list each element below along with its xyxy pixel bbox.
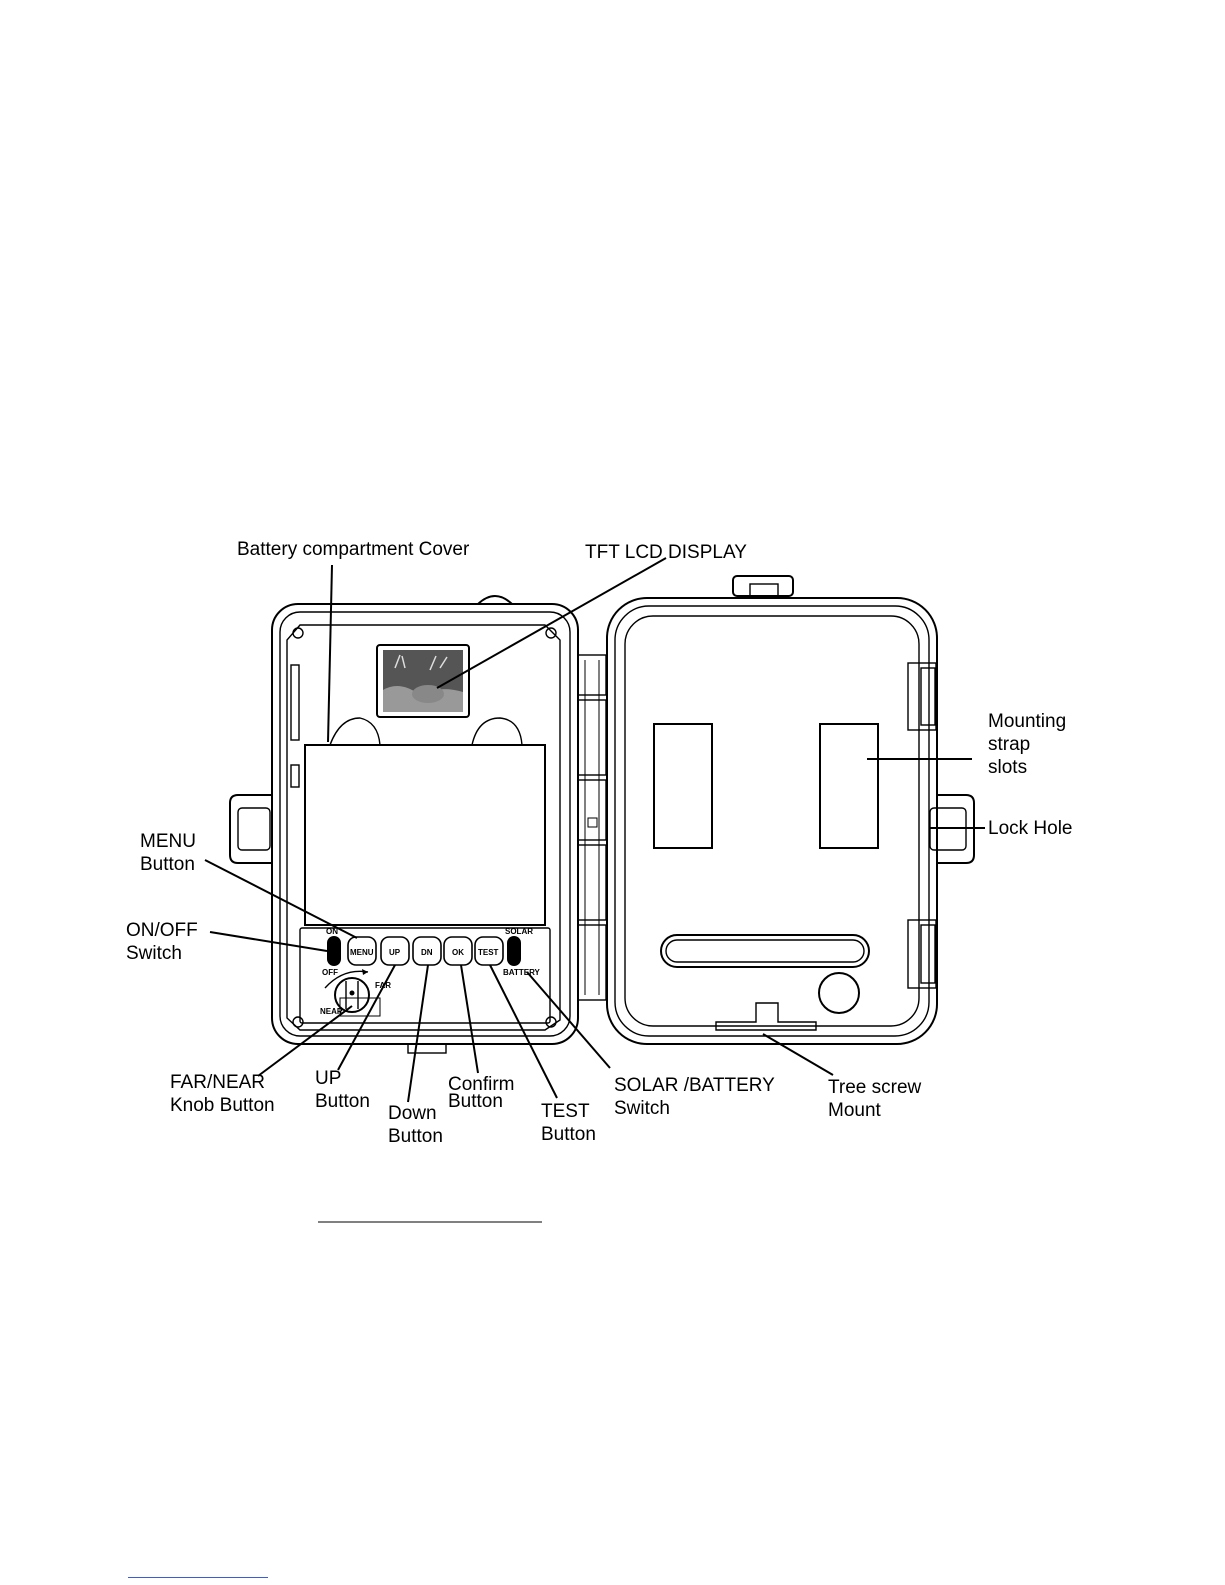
solar-battery-label-1: SOLAR /BATTERY [614, 1075, 775, 1096]
far-near-label-2: Knob Button [170, 1095, 275, 1116]
up-label-2: Button [315, 1091, 370, 1112]
tft-lcd-label: TFT LCD DISPLAY [585, 542, 747, 563]
solar-battery-switch[interactable] [507, 936, 521, 966]
battery-compartment-cover [305, 718, 545, 925]
test-label-2: Button [541, 1124, 596, 1145]
menu-label-2: Button [140, 854, 195, 875]
ok-button-label: OK [452, 948, 464, 957]
leader-lines [205, 558, 985, 1102]
mounting-strap-slot-left [654, 724, 712, 848]
test-label-1: TEST [541, 1101, 590, 1122]
solar-text: SOLAR [505, 927, 533, 936]
down-button-label: DN [421, 948, 433, 957]
tft-lcd-display [377, 645, 469, 717]
down-label-2: Button [388, 1126, 443, 1147]
up-label-1: UP [315, 1068, 341, 1089]
mounting-strap-label-1: Mounting [988, 711, 1066, 732]
mounting-strap-label-3: slots [988, 757, 1027, 778]
on-off-switch[interactable] [327, 936, 341, 966]
on-off-label-2: Switch [126, 943, 182, 964]
battery-text: BATTERY [503, 968, 541, 977]
mounting-strap-label-2: strap [988, 734, 1030, 755]
confirm-label-2: Button [448, 1091, 503, 1112]
solar-battery-label-2: Switch [614, 1098, 670, 1119]
battery-cover-label: Battery compartment Cover [237, 539, 470, 560]
lock-hole-label: Lock Hole [988, 818, 1073, 839]
hinge [578, 655, 606, 1000]
far-near-label-1: FAR/NEAR [170, 1072, 265, 1093]
down-label-1: Down [388, 1103, 437, 1124]
test-button-label: TEST [478, 948, 499, 957]
menu-button-label: MENU [350, 948, 374, 957]
off-text: OFF [322, 968, 338, 977]
on-off-label-1: ON/OFF [126, 920, 198, 941]
camera-door [607, 576, 974, 1044]
tree-screw-label-1: Tree screw [828, 1077, 922, 1098]
up-button-label: UP [389, 948, 401, 957]
menu-label-1: MENU [140, 831, 196, 852]
mounting-strap-slot-right [820, 724, 878, 848]
tree-screw-label-2: Mount [828, 1100, 882, 1121]
footer-link-line [128, 1577, 268, 1578]
